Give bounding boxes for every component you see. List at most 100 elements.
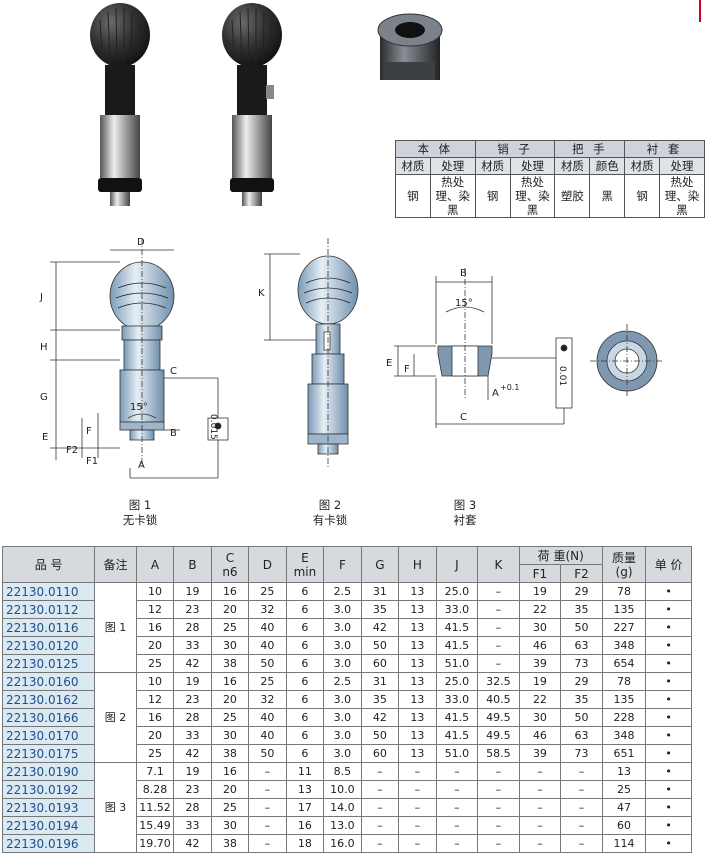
- header-E: E min: [285, 546, 325, 583]
- part-number: 22130.0112: [1, 600, 96, 619]
- table-cell: 3.0: [323, 690, 362, 709]
- table-cell: 13: [398, 690, 437, 709]
- fig3-label-A: A: [492, 388, 499, 399]
- price-cell: •: [645, 690, 692, 709]
- part-number: 22130.0160: [1, 672, 96, 691]
- table-cell: –: [360, 816, 400, 835]
- header-F1: F1: [518, 564, 562, 583]
- table-cell: 19: [173, 582, 212, 601]
- table-cell: –: [477, 816, 520, 835]
- mat-subhead: 材质: [554, 157, 591, 175]
- table-cell: –: [477, 618, 520, 637]
- table-cell: 51.0: [435, 654, 479, 673]
- table-cell: 73: [560, 744, 603, 763]
- table-cell: 23: [173, 690, 212, 709]
- table-cell: 60: [360, 744, 400, 763]
- table-cell: –: [248, 798, 287, 817]
- table-cell: 13: [398, 636, 437, 655]
- table-cell: 20: [210, 780, 250, 799]
- caption-text: 有卡锁: [312, 513, 348, 527]
- table-cell: –: [398, 762, 437, 781]
- table-cell: 227: [601, 618, 647, 637]
- table-cell: 50: [248, 744, 287, 763]
- mat-group-pin: 销 子: [474, 140, 556, 158]
- price-cell: •: [645, 672, 692, 691]
- table-cell: 60: [601, 816, 647, 835]
- table-cell: 13: [398, 582, 437, 601]
- table-cell: –: [518, 798, 562, 817]
- table-cell: 20: [135, 636, 175, 655]
- fig1-label-C: C: [170, 366, 177, 377]
- mat-value: 钢: [395, 174, 431, 218]
- table-cell: –: [560, 798, 603, 817]
- table-cell: –: [435, 798, 479, 817]
- table-cell: 35: [360, 600, 400, 619]
- table-cell: 228: [601, 708, 647, 727]
- header-E-label: E: [301, 550, 309, 565]
- mat-value: 塑胶: [554, 174, 591, 218]
- part-number: 22130.0166: [1, 708, 96, 727]
- header-mass-unit: (g): [615, 564, 633, 579]
- part-number: 22130.0120: [1, 636, 96, 655]
- caption-num: 图 2: [318, 498, 342, 512]
- table-cell: 39: [518, 744, 562, 763]
- mat-subhead: 材质: [624, 157, 661, 175]
- mat-value: 钢: [624, 174, 661, 218]
- header-F: F: [323, 546, 362, 583]
- table-cell: 41.5: [435, 636, 479, 655]
- table-cell: 12: [135, 600, 175, 619]
- fig1-label-tol: 0.015: [208, 414, 218, 440]
- table-cell: 35: [360, 690, 400, 709]
- part-number: 22130.0116: [1, 618, 96, 637]
- table-cell: 6: [285, 708, 325, 727]
- table-cell: 38: [210, 834, 250, 853]
- table-cell: 3.0: [323, 708, 362, 727]
- header-mass: 质量 (g): [601, 546, 647, 583]
- table-cell: –: [477, 798, 520, 817]
- table-cell: 33: [173, 636, 212, 655]
- table-cell: 8.5: [323, 762, 362, 781]
- caption-fig2: 图 2 有卡锁: [290, 498, 370, 528]
- table-cell: 3.0: [323, 726, 362, 745]
- table-cell: 19: [173, 762, 212, 781]
- table-cell: –: [248, 834, 287, 853]
- table-cell: 31: [360, 672, 400, 691]
- table-cell: –: [248, 816, 287, 835]
- header-C-sub: n6: [222, 564, 238, 579]
- price-cell: •: [645, 654, 692, 673]
- table-cell: 13: [398, 672, 437, 691]
- table-cell: 41.5: [435, 708, 479, 727]
- table-cell: 25: [210, 618, 250, 637]
- fig2-label-K: K: [258, 288, 265, 299]
- caption-text: 无卡锁: [122, 513, 158, 527]
- table-cell: 6: [285, 582, 325, 601]
- table-cell: 13: [398, 600, 437, 619]
- table-cell: 25: [135, 744, 175, 763]
- table-cell: 135: [601, 600, 647, 619]
- table-cell: 73: [560, 654, 603, 673]
- table-cell: 58.5: [477, 744, 520, 763]
- table-cell: –: [398, 798, 437, 817]
- table-cell: 42: [360, 618, 400, 637]
- header-note: 备注: [94, 546, 137, 583]
- table-cell: 2.5: [323, 672, 362, 691]
- table-cell: 50: [360, 726, 400, 745]
- part-number: 22130.0125: [1, 654, 96, 673]
- table-cell: –: [477, 834, 520, 853]
- price-cell: •: [645, 780, 692, 799]
- price-cell: •: [645, 600, 692, 619]
- table-cell: 60: [360, 654, 400, 673]
- table-cell: 3.0: [323, 636, 362, 655]
- table-cell: 38: [210, 654, 250, 673]
- table-cell: 13: [601, 762, 647, 781]
- mat-subhead: 材质: [474, 157, 511, 175]
- table-cell: 135: [601, 690, 647, 709]
- table-cell: 13: [398, 708, 437, 727]
- header-J: J: [435, 546, 479, 583]
- table-cell: –: [518, 762, 562, 781]
- price-cell: •: [645, 816, 692, 835]
- table-cell: –: [435, 762, 479, 781]
- table-cell: 12: [135, 690, 175, 709]
